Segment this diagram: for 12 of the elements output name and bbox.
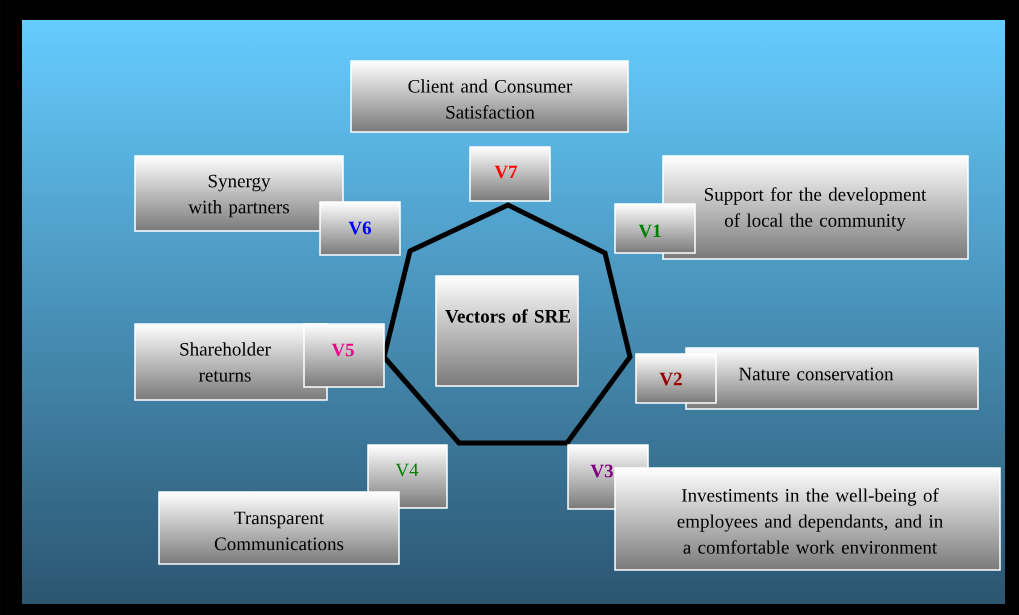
text-box: Synergy with partners — [134, 155, 344, 232]
vector-label-box: V4 — [367, 444, 448, 509]
center-box: Vectors of SRE — [435, 275, 579, 387]
vector-label-box: V5 — [303, 323, 385, 388]
vector-label-box: V7 — [469, 146, 551, 202]
text-box: Investiments in the well-being of employees and dependants, and in a comfortable work environment — [614, 467, 1001, 571]
vector-label-box: V1 — [614, 203, 696, 254]
text-box: Transparent Communications — [158, 491, 400, 565]
text-box: Client and Consumer Satisfaction — [350, 60, 629, 133]
text-box: Support for the development of local the community — [662, 155, 969, 260]
vector-label-box: V2 — [635, 353, 717, 404]
vector-label-box: V6 — [319, 201, 401, 256]
